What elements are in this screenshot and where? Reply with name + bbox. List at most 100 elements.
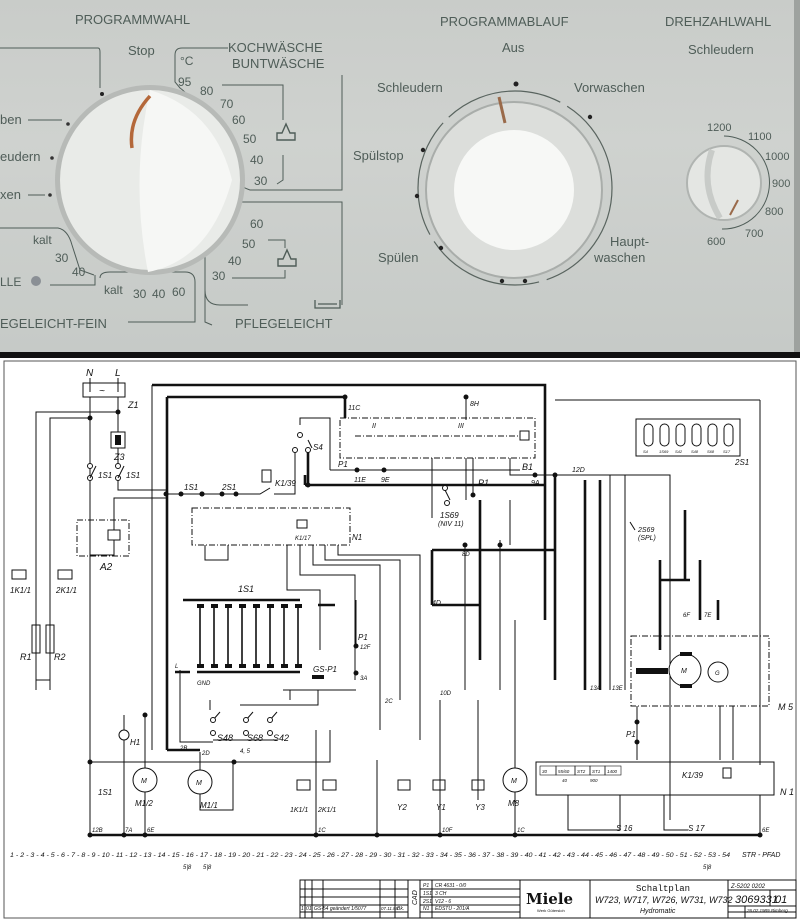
label-ii: II xyxy=(372,423,376,430)
aus-label: Aus xyxy=(502,40,525,55)
detergent-icon xyxy=(277,248,297,267)
fein-bottom-kalt: kalt xyxy=(104,283,123,297)
control-panel-photo: PROGRAMMWAHL Stop °C KOCHWÄSCHE BUNTWÄSC… xyxy=(0,0,800,352)
svg-text:~: ~ xyxy=(99,386,105,397)
push-button-5 xyxy=(723,423,734,447)
knob-pointer xyxy=(129,94,152,149)
push-button-0 xyxy=(643,423,654,447)
part-value: 3 CH xyxy=(435,891,447,897)
contact-top xyxy=(267,604,274,608)
spin-speed-knob[interactable] xyxy=(686,145,762,221)
pump-m8: M xyxy=(502,767,528,793)
label-2k1-coil: 2K1/1 xyxy=(317,807,336,814)
model-list: W723, W717, W726, W731, W732 xyxy=(595,895,733,905)
label-r2: R2 xyxy=(54,652,66,662)
label-spl: (SPL) xyxy=(638,535,656,542)
current-path-label: STR - PFAD xyxy=(742,852,780,859)
z1-filter xyxy=(82,382,126,398)
temp-80: 80 xyxy=(200,84,214,98)
cad-label: CAD xyxy=(412,890,419,905)
contact-bottom xyxy=(295,664,302,668)
kochwaesche-label: KOCHWÄSCHE xyxy=(228,40,323,55)
pflegeleicht-fein-label-partial: EGELEICHT-FEIN xyxy=(0,316,107,331)
label-10f: 10F xyxy=(442,828,453,834)
document-title: Schaltplan xyxy=(636,884,690,894)
motor-m1-1: M xyxy=(187,769,213,795)
contact-top xyxy=(281,604,288,608)
brand-subtitle: Werk Gütersloh xyxy=(537,908,565,913)
label-13a: 13A xyxy=(590,686,601,692)
label-2s69: 2S69 xyxy=(637,527,654,534)
label-a2: A2 xyxy=(99,562,113,573)
program-sequence-dial[interactable] xyxy=(425,96,603,279)
programmablauf-title: PROGRAMMABLAUF xyxy=(440,14,569,29)
temp-60: 60 xyxy=(232,113,246,127)
program-selector-knob[interactable] xyxy=(55,85,245,275)
label-8d: 8D xyxy=(462,552,470,558)
m5-drive-motor xyxy=(630,635,770,707)
label-9a: 9A xyxy=(531,480,540,487)
speed-800: 800 xyxy=(765,206,783,218)
drehzahlwahl-title: DREHZAHLWAHL xyxy=(665,14,771,29)
contact-top xyxy=(211,604,218,608)
document-date: 26.02.1989 xyxy=(746,908,770,913)
label-2s1-bus: 2S1 xyxy=(221,483,236,492)
label-z3: Z3 xyxy=(113,452,125,462)
n1-cell-label: 1400 xyxy=(607,769,618,774)
2s1-button-block xyxy=(635,418,741,457)
label-12d: 12D xyxy=(572,467,585,474)
label-m1-2: M1/2 xyxy=(135,799,153,808)
buntwaesche-label: BUNTWÄSCHE xyxy=(232,56,325,71)
fein-bottom-60: 60 xyxy=(172,285,186,299)
svg-text:M: M xyxy=(196,780,202,787)
speed-900: 900 xyxy=(772,178,790,190)
wiring-diagram: N L ~ Z1 Z3 1S1 1S1 A2 1K1/1 2K1/1 xyxy=(0,358,800,921)
label-l: L xyxy=(115,368,121,379)
revision-text: GS-54 geändert 1/5077 xyxy=(314,906,366,912)
label-1s1-block: 1S1 xyxy=(238,584,254,594)
speed-1000: 1000 xyxy=(765,151,789,163)
label-7a: 7A xyxy=(125,828,132,834)
vorwaschen-label: Vorwaschen xyxy=(574,80,645,95)
pflege-temp-50: 50 xyxy=(242,237,256,251)
programmwahl-title: PROGRAMMWAHL xyxy=(75,12,190,27)
button-label: S68 xyxy=(707,449,715,454)
label-y1: Y1 xyxy=(436,803,446,812)
drehzahl-schleudern-label: Schleudern xyxy=(688,42,754,57)
n1-cell-label: 30 xyxy=(542,769,548,774)
label-h1: H1 xyxy=(130,738,140,747)
button-label: S17 xyxy=(723,449,731,454)
label-gs-p1: GS-P1 xyxy=(313,665,337,674)
label-s17: S 17 xyxy=(688,824,705,833)
n1-cell xyxy=(604,765,622,776)
revision-nr: 01 xyxy=(306,906,312,912)
label-n1: N1 xyxy=(352,533,362,542)
label-b1: B1 xyxy=(522,462,533,472)
part-value: CR 4631 - 0/0 xyxy=(435,883,466,889)
contact-bottom xyxy=(197,664,204,668)
label-2k1: 2K1/1 xyxy=(55,586,77,595)
hauptwaschen-label: Haupt- xyxy=(610,234,649,249)
svg-text:G: G xyxy=(715,671,720,677)
hauptwaschen-label-2: waschen xyxy=(593,250,645,265)
cross-reference: 5|8 xyxy=(703,865,712,871)
label-11c: 11C xyxy=(348,405,361,412)
wolle-label-partial: LLE xyxy=(0,275,21,289)
label-niv11: (NIV 11) xyxy=(438,521,464,528)
label-s16: S 16 xyxy=(616,824,633,833)
pflegeleicht-label: PFLEGELEICHT xyxy=(235,316,333,331)
fein-temp-kalt: kalt xyxy=(33,233,52,247)
celsius-label: °C xyxy=(180,54,194,68)
label-m8: M8 xyxy=(508,799,520,808)
contact-bottom xyxy=(281,664,288,668)
label-p1: P1 xyxy=(478,478,489,488)
part-value: V12 - 6 xyxy=(435,899,451,905)
label-1s1: 1S1 xyxy=(98,788,112,797)
contact-top xyxy=(295,604,302,608)
wool-icon xyxy=(31,276,41,286)
detergent-icon xyxy=(276,122,296,141)
fein-bottom-40: 40 xyxy=(152,287,166,301)
n1-cell-label: 40 xyxy=(562,778,568,783)
schleudern-label-partial: eudern xyxy=(0,149,40,164)
button-label: S4 xyxy=(643,449,649,454)
